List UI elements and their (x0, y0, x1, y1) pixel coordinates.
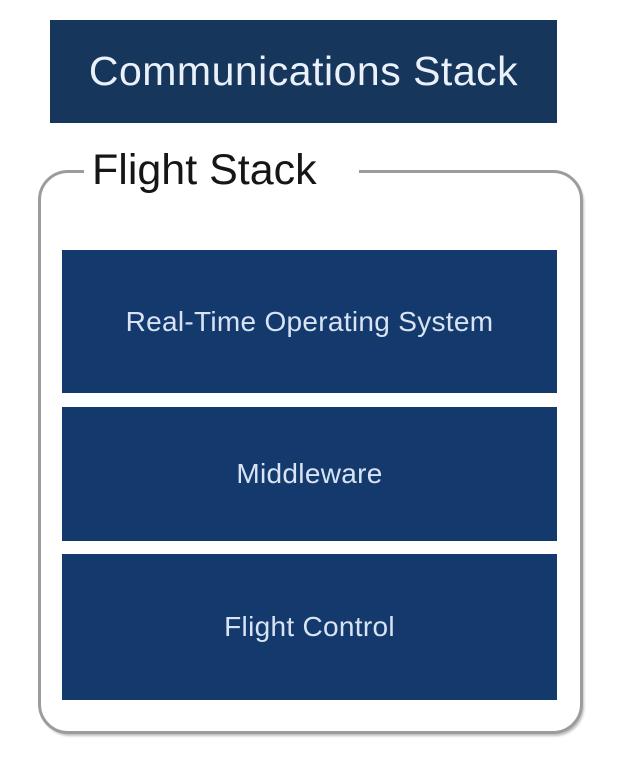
layer-real-time-operating-system: Real-Time Operating System (62, 250, 557, 393)
layer-middleware-label: Middleware (236, 458, 383, 489)
layer-middleware: Middleware (62, 407, 557, 541)
layer-flight-control-label: Flight Control (224, 611, 395, 642)
flight-stack-title: Flight Stack (84, 141, 359, 199)
communications-stack-box: Communications Stack (50, 20, 557, 123)
layer-flight-control: Flight Control (62, 554, 557, 700)
layer-real-time-operating-system-label: Real-Time Operating System (125, 305, 494, 337)
communications-stack-label: Communications Stack (88, 48, 519, 94)
